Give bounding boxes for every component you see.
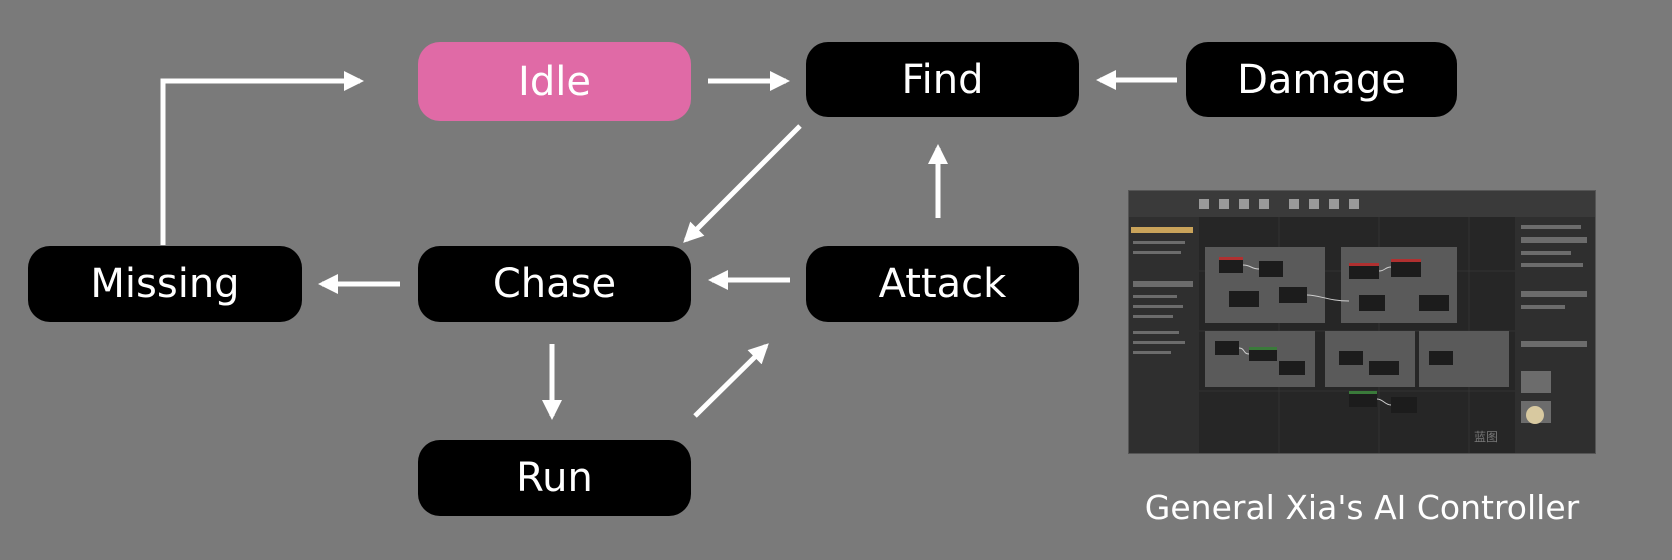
arrow-find-to-chase xyxy=(683,124,802,243)
state-missing: Missing xyxy=(28,246,302,322)
state-idle: Idle xyxy=(418,42,691,121)
arrow-run-to-attack xyxy=(693,343,769,418)
state-attack: Attack xyxy=(806,246,1079,322)
state-run: Run xyxy=(418,440,691,516)
screenshot-watermark: 蓝图 xyxy=(1474,430,1498,444)
arrow-missing-to-idle xyxy=(160,71,364,245)
state-damage: Damage xyxy=(1186,42,1457,117)
ui-screenshot-thumbnail: 蓝图 xyxy=(1129,191,1595,453)
state-chase: Chase xyxy=(418,246,691,322)
ai-controller-screenshot: 蓝图 xyxy=(1128,190,1596,454)
state-find: Find xyxy=(806,42,1079,117)
caption: General Xia's AI Controller xyxy=(1144,488,1580,527)
